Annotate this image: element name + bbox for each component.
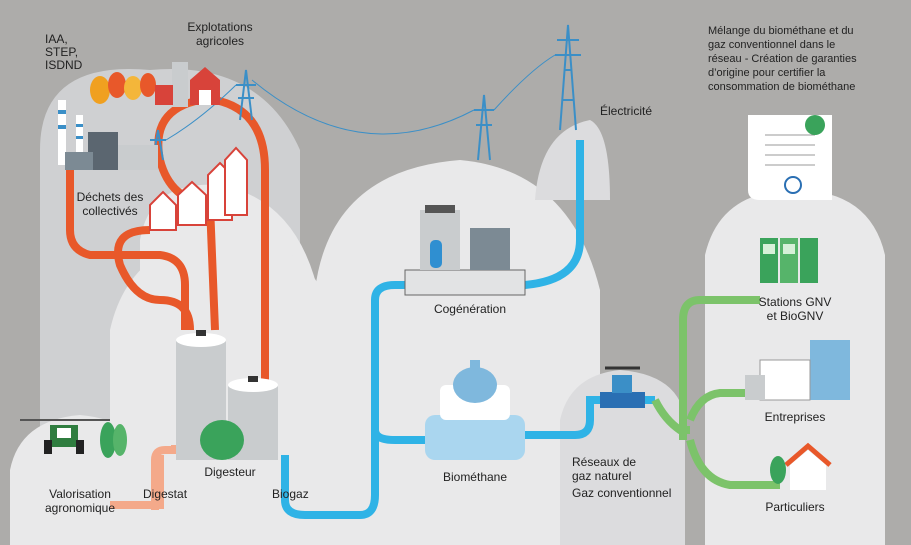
label-melange-2: gaz conventionnel dans le bbox=[708, 39, 836, 51]
label-stations-gnv: Stations GNV bbox=[758, 295, 832, 309]
label-agronomique: agronomique bbox=[44, 501, 116, 515]
barn bbox=[190, 67, 220, 105]
orange-pipes bbox=[66, 96, 269, 380]
label-biognv: et BioGNV bbox=[766, 309, 824, 323]
pipe-iaa bbox=[66, 170, 189, 330]
label-digesteur: Digesteur bbox=[204, 465, 256, 479]
digester-tree bbox=[200, 420, 244, 460]
cogeneration-plant bbox=[404, 205, 526, 296]
pipe-to-biomethane bbox=[371, 429, 430, 444]
pipe-dechets bbox=[114, 226, 194, 331]
label-agricoles: agricoles bbox=[195, 34, 245, 48]
autumn-trees bbox=[90, 72, 156, 104]
farm bbox=[155, 62, 220, 107]
label-melange-5: consommation de biométhane bbox=[708, 81, 856, 93]
gas-valve bbox=[600, 366, 645, 408]
hill-cogeneration bbox=[315, 160, 600, 545]
pipe-farm-right bbox=[214, 96, 269, 380]
tower-mid bbox=[474, 94, 494, 161]
label-exploitations: Explotations bbox=[187, 20, 253, 34]
label-melange-1: Mélange du biométhane et du bbox=[708, 25, 854, 37]
pipe-entreprises bbox=[686, 389, 745, 422]
biomethane-tank bbox=[425, 360, 525, 460]
label-particuliers: Particuliers bbox=[765, 500, 825, 514]
tower-left bbox=[236, 69, 256, 121]
factory-building-3 bbox=[118, 145, 158, 170]
label-collectivites: collectivés bbox=[82, 204, 138, 218]
label-gaz-naturel: gaz naturel bbox=[572, 469, 632, 483]
label-isdnd: ISDND bbox=[45, 58, 83, 72]
office-buildings bbox=[745, 340, 850, 401]
tower-big bbox=[555, 24, 581, 131]
tractor bbox=[20, 419, 127, 458]
factory-group bbox=[58, 100, 158, 170]
label-iaa: IAA, bbox=[45, 32, 68, 46]
chimney-2 bbox=[76, 115, 83, 165]
pipe-stations bbox=[679, 296, 760, 440]
pipe-elec bbox=[524, 140, 584, 289]
label-biogaz: Biogaz bbox=[272, 487, 309, 501]
label-cogeneration: Cogénération bbox=[433, 302, 507, 316]
hill-electricite bbox=[535, 120, 610, 200]
label-reseaux: Réseaux de bbox=[572, 455, 637, 469]
digesters bbox=[176, 330, 278, 460]
label-melange-4: d’origine pour certifier la bbox=[708, 67, 826, 79]
private-house bbox=[770, 442, 832, 490]
silo bbox=[172, 62, 188, 107]
label-step: STEP, bbox=[45, 45, 79, 59]
label-gaz-conventionnel: Gaz conventionnel bbox=[572, 486, 672, 500]
pipe-digestat-down bbox=[110, 455, 164, 509]
green-pipes bbox=[651, 296, 780, 489]
label-electricite: Électricité bbox=[600, 104, 653, 118]
label-melange-3: réseau - Création de garanties bbox=[708, 53, 857, 65]
certificate bbox=[748, 115, 832, 200]
houses bbox=[149, 146, 248, 231]
gnv-stations bbox=[760, 238, 818, 283]
barn-small bbox=[155, 85, 173, 105]
power-lines bbox=[165, 54, 556, 141]
power-towers bbox=[150, 24, 581, 161]
pipe-digestat bbox=[151, 445, 179, 510]
pipe-biogaz bbox=[281, 281, 415, 519]
label-entreprises: Entreprises bbox=[764, 410, 826, 424]
label-dechets: Déchets des bbox=[76, 190, 144, 204]
label-biomethane: Biométhane bbox=[442, 470, 508, 484]
pipe-biomethane-network bbox=[520, 396, 600, 439]
chimney-1 bbox=[58, 100, 66, 165]
factory-building-2 bbox=[65, 152, 93, 170]
pipe-particuliers bbox=[686, 438, 780, 489]
label-valorisation: Valorisation bbox=[49, 487, 111, 501]
label-digestat: Digestat bbox=[143, 487, 188, 501]
